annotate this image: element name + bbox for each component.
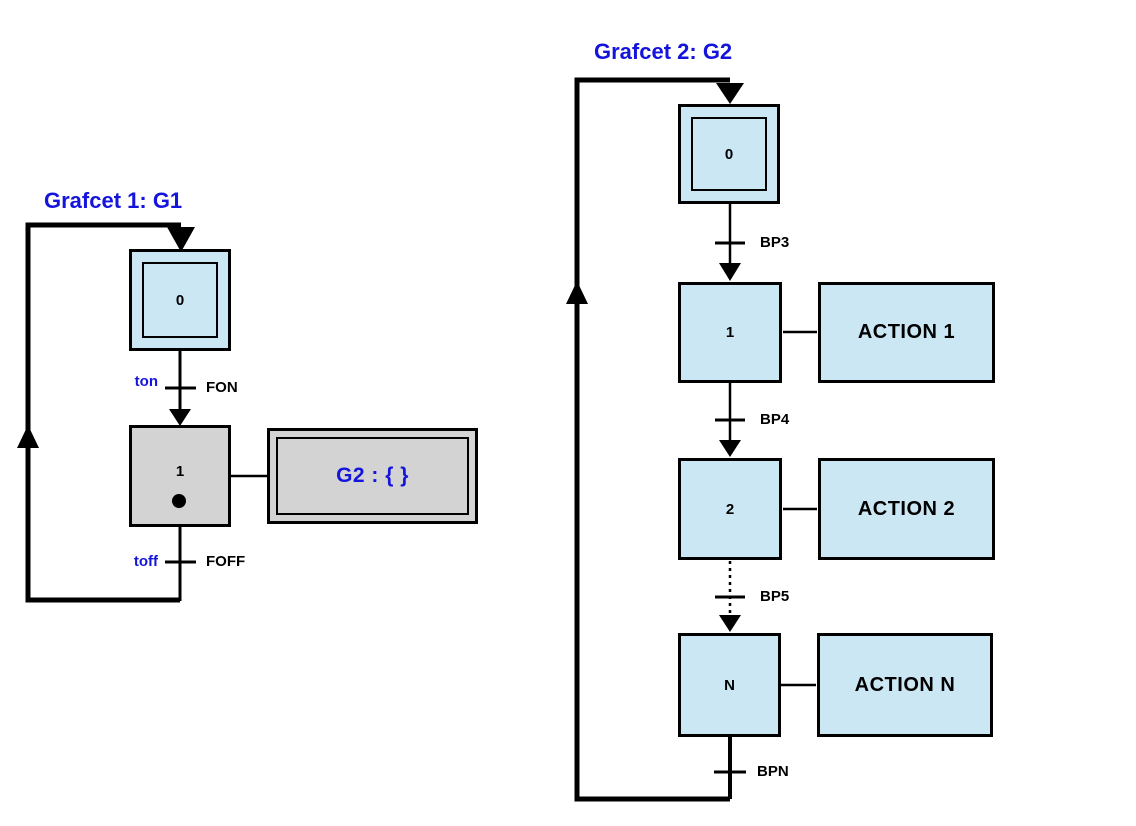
- g1-step1-entry-arrowhead: [169, 409, 191, 426]
- g2-action-2-box: ACTION 2: [818, 458, 995, 560]
- g1-step-1-active: 1: [129, 425, 231, 527]
- g1-connectors: [17, 222, 268, 603]
- g2-action-2-label: ACTION 2: [857, 497, 956, 520]
- g1-action-inner-rect: G2 : { }: [276, 437, 469, 515]
- g2-action-1-label: ACTION 1: [857, 321, 956, 343]
- g1-step-0-inner-square: 0: [142, 262, 218, 338]
- g1-action-call-g2: G2 : { }: [267, 428, 478, 524]
- g1-receptivity-ton: ton: [134, 373, 158, 390]
- g2-step-0-label: 0: [724, 145, 734, 163]
- g2-action-n-label: ACTION N: [854, 673, 956, 696]
- g1-step-0-initial: 0: [129, 249, 231, 351]
- g1-step-1-label: 1: [175, 463, 185, 480]
- g2-transition-bp4-label: BP4: [760, 411, 790, 428]
- grafcet2-title: Grafcet 2: G2: [594, 39, 733, 64]
- g2-action-n-box: ACTION N: [817, 633, 993, 737]
- g2-transition-bp3-label: BP3: [760, 234, 790, 251]
- g2-step-2-label: 2: [725, 500, 735, 518]
- g2-step-0-initial: 0: [678, 104, 780, 204]
- g1-step-1-token-dot: [172, 494, 186, 508]
- g2-return-up-arrowhead: [566, 281, 588, 304]
- g2-step2-entry-arrowhead: [719, 440, 741, 457]
- g2-action-1-box: ACTION 1: [818, 282, 995, 383]
- g1-return-up-arrowhead: [17, 425, 39, 448]
- grafcet1-title: Grafcet 1: G1: [44, 188, 183, 213]
- g2-stepN-entry-arrowhead: [719, 615, 741, 632]
- g1-action-label: G2 : { }: [336, 464, 409, 487]
- g2-connectors: [566, 77, 817, 802]
- g2-loop-line: [574, 77, 730, 802]
- g2-transition-bp5-label: BP5: [760, 588, 790, 605]
- g1-transition-fon-label: FON: [206, 379, 238, 396]
- g2-step-1-label: 1: [725, 324, 735, 341]
- g2-step-0-inner-square: 0: [691, 117, 767, 191]
- g1-entry-down-arrowhead: [167, 227, 195, 252]
- g2-transition-bpn-label: BPN: [757, 763, 789, 780]
- g1-step-0-label: 0: [175, 291, 185, 309]
- g2-step-1: 1: [678, 282, 782, 383]
- g1-loop-line: [25, 222, 181, 603]
- g1-transition-foff-label: FOFF: [206, 553, 246, 570]
- g2-step1-entry-arrowhead: [719, 263, 741, 281]
- g2-step-n: N: [678, 633, 781, 737]
- g1-receptivity-toff: toff: [133, 553, 158, 570]
- g2-step-n-label: N: [724, 676, 735, 694]
- g2-step-2: 2: [678, 458, 782, 560]
- g2-entry-down-arrowhead: [716, 83, 744, 104]
